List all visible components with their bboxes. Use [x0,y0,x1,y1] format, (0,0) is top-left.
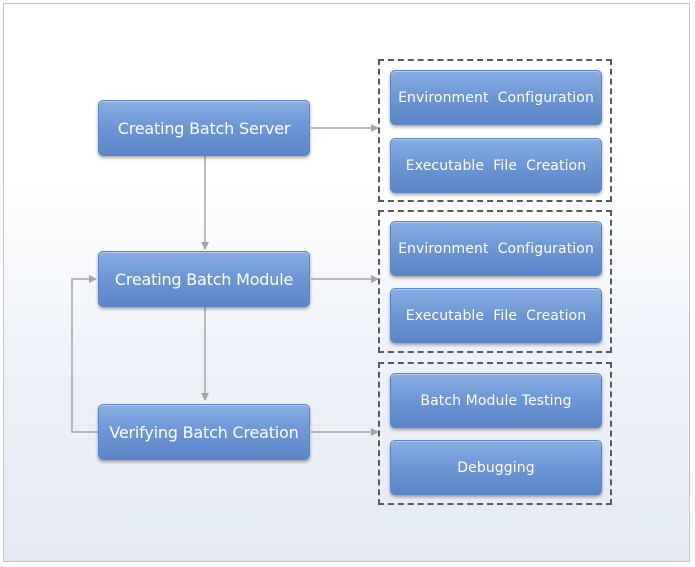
task-label: Executable File Creation [405,157,587,174]
task-label: Debugging [457,459,535,476]
task-label: Batch Module Testing [420,392,572,409]
task-executable-file-creation: Executable File Creation [390,138,602,193]
group-server-tasks [378,59,612,202]
task-environment-configuration: Environment Configuration [390,221,602,276]
task-executable-file-creation: Executable File Creation [390,288,602,343]
step-label: Verifying Batch Creation [109,422,299,442]
task-environment-configuration: Environment Configuration [390,70,602,125]
task-label: Environment Configuration [398,240,594,257]
step-creating-batch-server: Creating Batch Server [98,100,310,156]
task-label: Environment Configuration [398,89,594,106]
group-verification-tasks [378,362,612,505]
group-module-tasks [378,210,612,353]
task-batch-module-testing: Batch Module Testing [390,373,602,428]
step-label: Creating Batch Module [114,269,294,289]
step-label: Creating Batch Server [117,118,291,138]
task-debugging: Debugging [390,440,602,495]
task-label: Executable File Creation [405,307,587,324]
arrow-verify-loop-to-module [71,275,98,433]
step-verifying-batch-creation: Verifying Batch Creation [98,404,310,460]
step-creating-batch-module: Creating Batch Module [98,251,310,307]
